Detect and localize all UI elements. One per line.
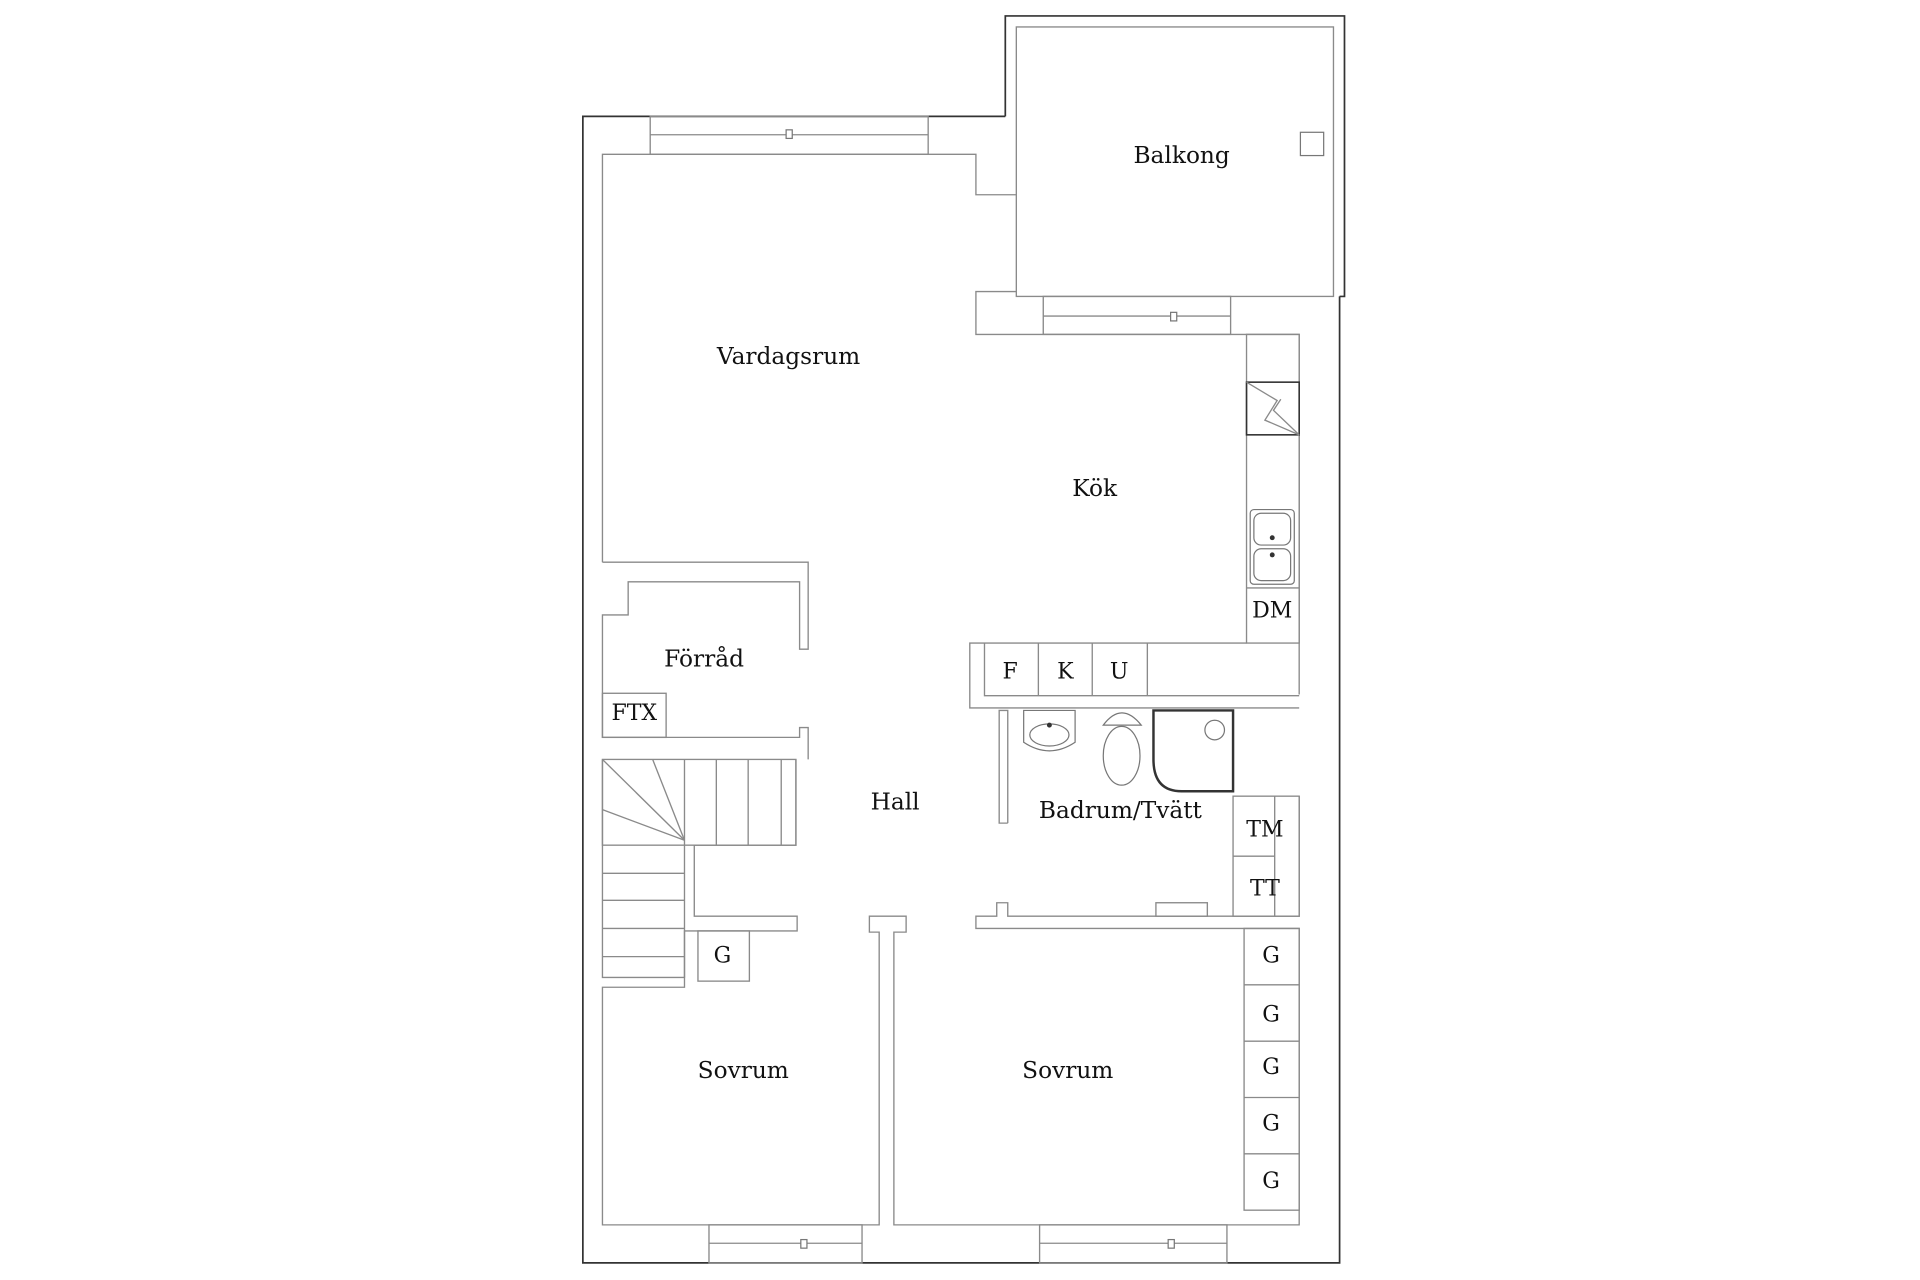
code-g: G (1262, 944, 1280, 969)
room-label-sovrum-2: Sovrum (1022, 1057, 1113, 1084)
floor-drain-icon (1155, 902, 1209, 917)
code-k: K (1057, 660, 1074, 685)
shower-icon (1152, 709, 1235, 793)
room-label-badrum: Badrum/Tvätt (1039, 797, 1203, 824)
room-label-forrad: Förråd (664, 643, 744, 672)
code-g: G (1262, 1169, 1280, 1194)
code-u: U (1110, 660, 1129, 685)
code-g: G (1262, 1112, 1280, 1137)
code-tt: TT (1250, 876, 1280, 901)
room-label-sovrum-1: Sovrum (698, 1057, 789, 1084)
bathroom-fixtures (1023, 709, 1300, 917)
room-labels: Balkong Vardagsrum Kök Förråd Hall Badru… (664, 142, 1230, 1084)
code-f: F (1003, 660, 1018, 685)
room-label-balkong: Balkong (1133, 142, 1229, 169)
room-label-vardagsrum: Vardagsrum (716, 343, 860, 370)
room-label-hall: Hall (871, 789, 920, 816)
kitchen-counters (969, 333, 1300, 709)
appliance-codes: DM F K U FTX TM TT G G G G G G (611, 598, 1292, 1194)
code-g: G (1262, 1003, 1280, 1028)
code-tm: TM (1246, 818, 1283, 843)
code-g: G (714, 944, 732, 969)
code-dm: DM (1252, 598, 1292, 623)
wardrobes (601, 692, 1300, 1211)
code-g: G (1262, 1055, 1280, 1080)
staircase (601, 758, 797, 982)
balcony-fixture-icon (1299, 131, 1325, 157)
room-label-kok: Kök (1072, 475, 1118, 502)
stove-icon (1245, 381, 1300, 436)
windows (649, 115, 1232, 1264)
toilet-icon (1102, 712, 1143, 726)
stove-zigzag (1246, 381, 1300, 436)
code-ftx: FTX (611, 701, 657, 726)
